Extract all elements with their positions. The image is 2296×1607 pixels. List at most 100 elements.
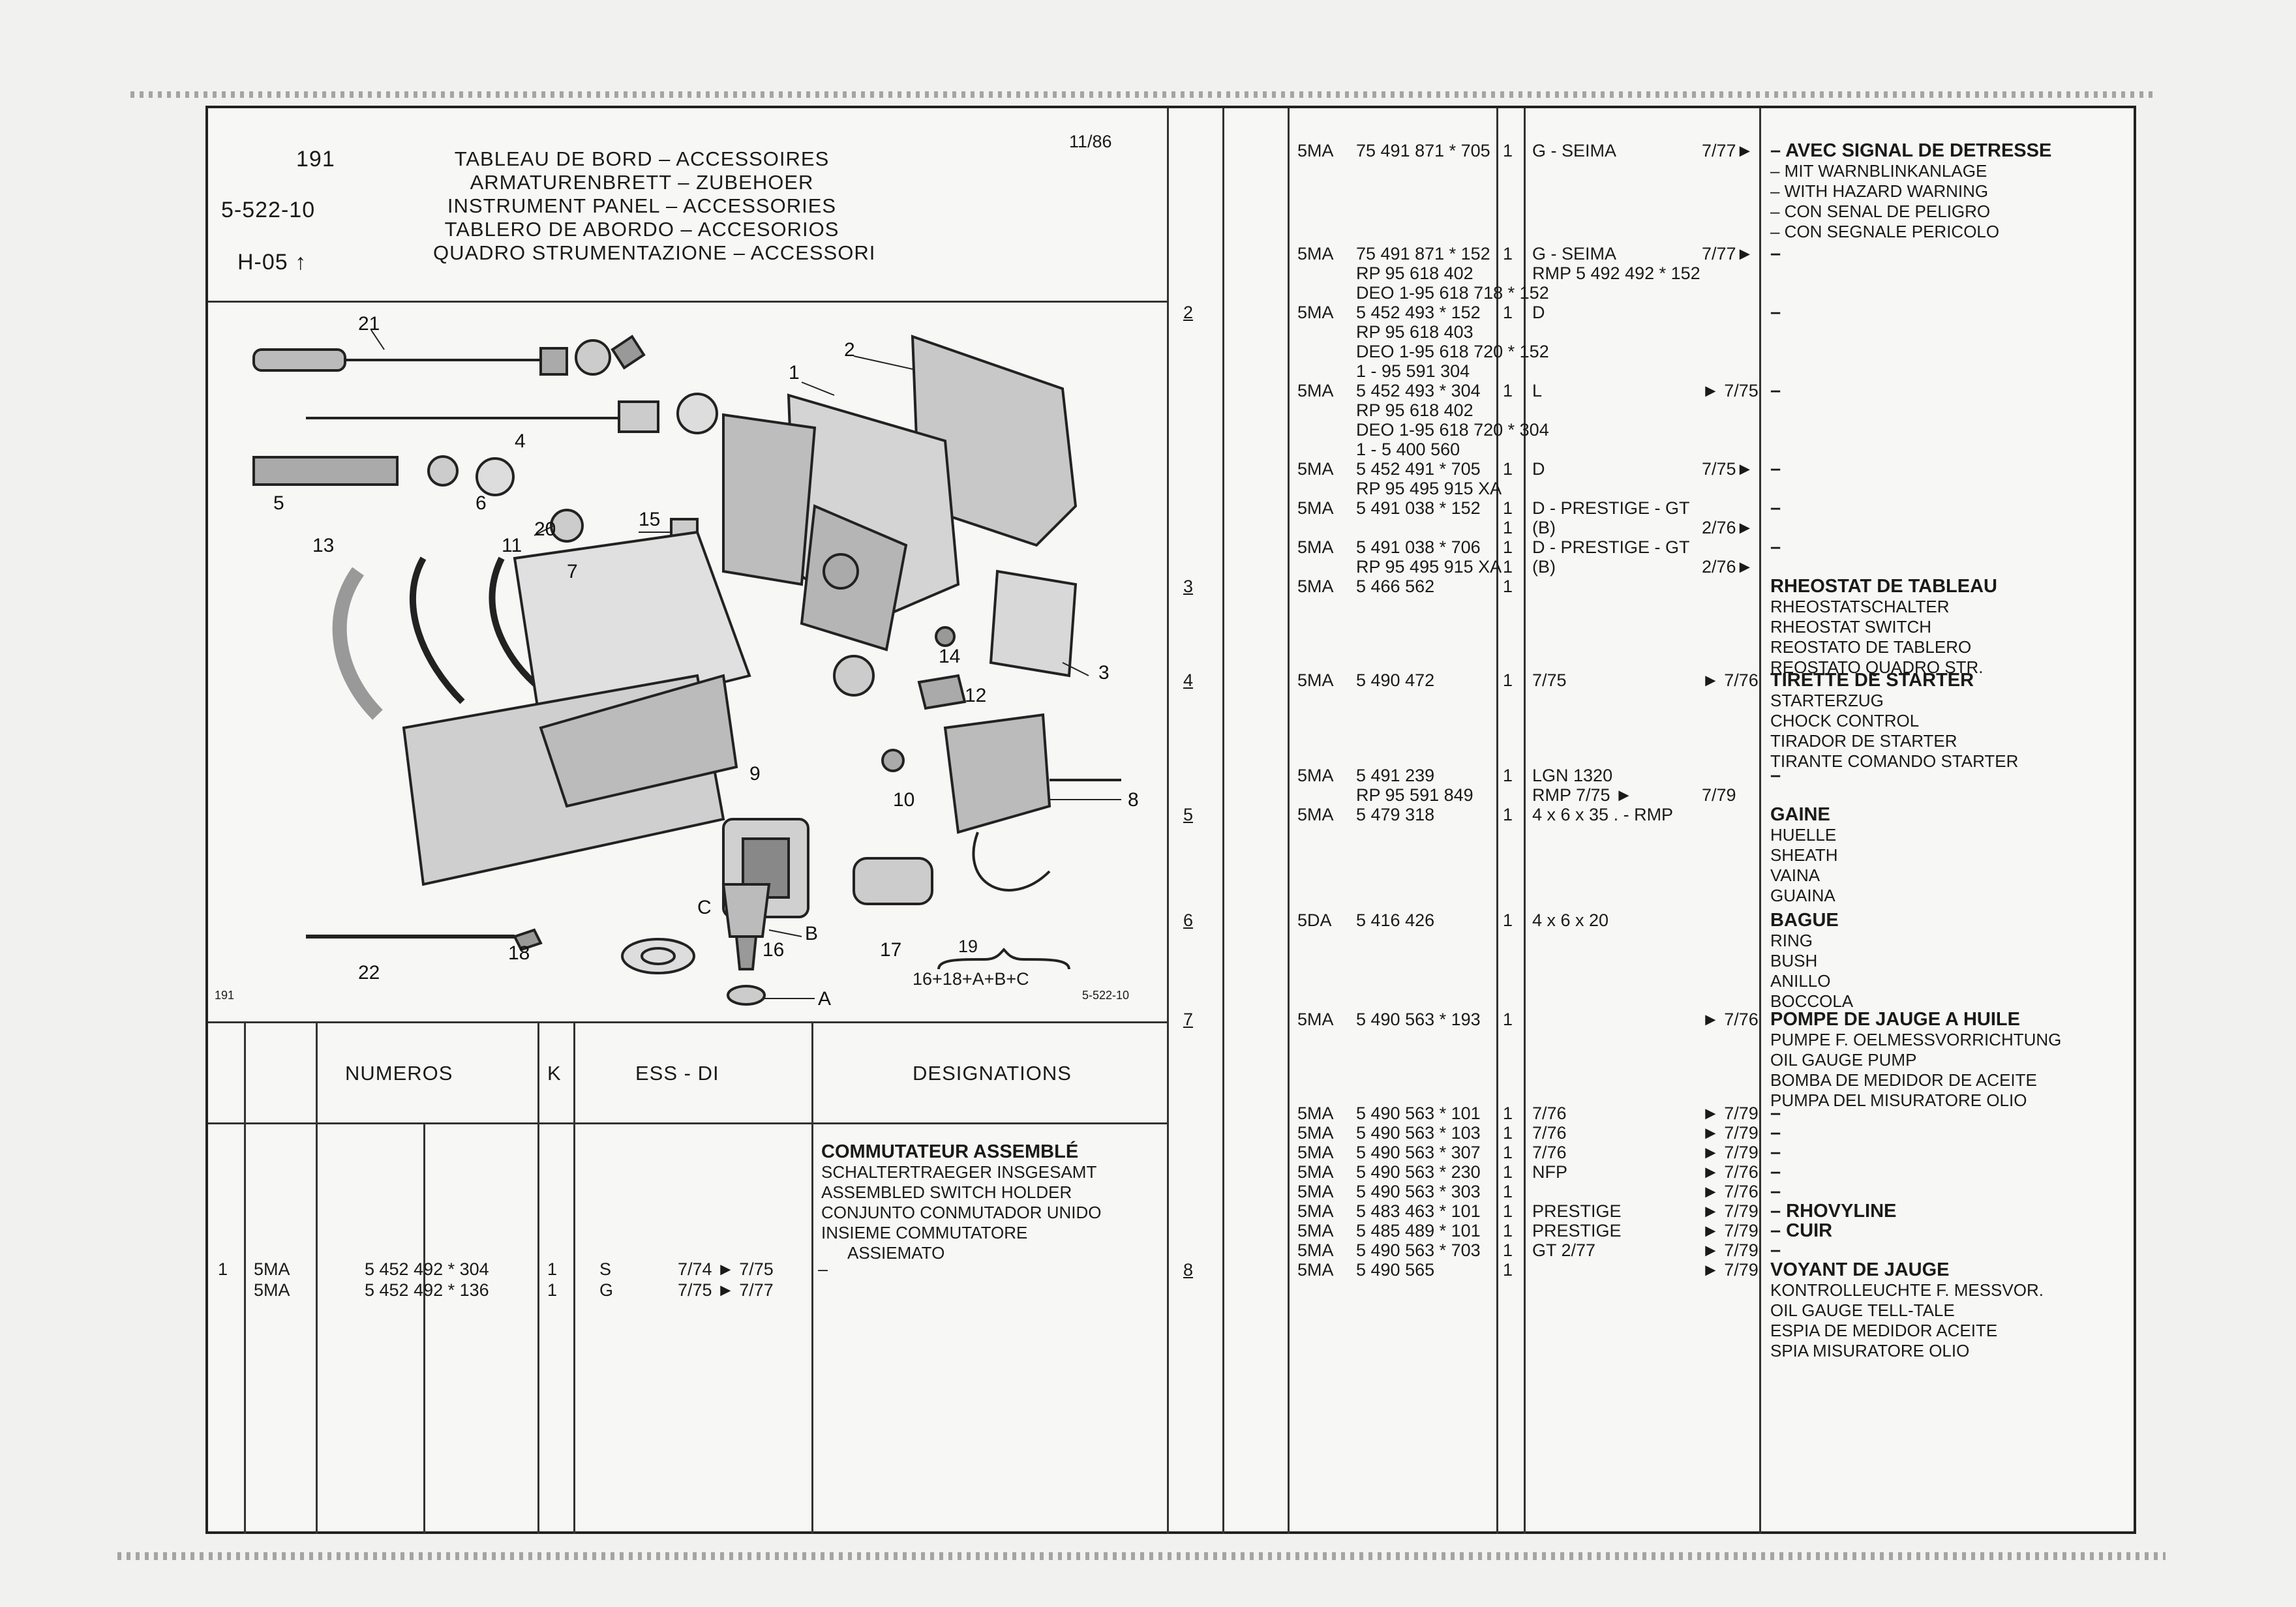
parts-row-qty: 1 [1503,1240,1513,1260]
parts-row-date: 7/77► [1702,244,1754,263]
designation-line: SHEATH [1770,845,1838,865]
parts-row-qty: 1 [1503,1201,1513,1221]
designation-line: RING [1770,931,1813,950]
parts-row-pos: 6 [1183,910,1194,930]
parts-row-ess: G - SEIMA [1532,141,1617,160]
title-es: TABLERO DE ABORDO – ACCESORIOS [444,218,839,241]
parts-row-num: 5 490 563 * 101 [1356,1104,1481,1123]
parts-row-pos: 5 [1183,805,1194,824]
designation-line: – MIT WARNBLINKANLAGE [1770,161,1987,181]
parts-row-ess: NFP [1532,1162,1567,1182]
designation-line: – WITH HAZARD WARNING [1770,181,1989,201]
parts-row-ess: 7/76 [1532,1123,1567,1143]
parts-row-ess: 7/76 [1532,1104,1567,1123]
parts-row-num: 5 490 565 [1356,1260,1435,1280]
title-block: TABLEAU DE BORD – ACCESSOIRES ARMATURENB… [433,147,875,265]
parts-row-date: 7/79 [1702,785,1736,805]
parts-row-num: 5 490 563 * 703 [1356,1240,1481,1260]
parts-row-code: 5MA [1297,1182,1334,1201]
desc-line: COMMUTATEUR ASSEMBLÉ [821,1141,1079,1162]
designation-line: – [1770,1103,1781,1124]
left-row-ess: S [599,1259,612,1279]
designation-block: – [1770,537,1781,558]
parts-row-num: 5 416 426 [1356,910,1435,930]
parts-row-date: 2/76► [1702,557,1754,577]
parts-row-qty: 1 [1503,910,1513,930]
parts-row-num: RP 95 618 403 [1356,322,1473,342]
left-row-qty: 1 [547,1280,558,1300]
parts-row-ess: 4 x 6 x 35 . - RMP [1532,805,1674,824]
catalog-date: 11/86 [1069,132,1112,151]
parts-row-ess: G - SEIMA [1532,244,1617,263]
callout-17: 17 [880,939,901,961]
parts-row-qty: 1 [1503,381,1513,400]
parts-row-qty: 1 [1503,141,1513,160]
callout-14: 14 [939,646,960,667]
parts-row-code: 5MA [1297,766,1334,785]
parts-row-qty: 1 [1503,1123,1513,1143]
parts-row-code: 5MA [1297,1162,1334,1182]
columns-bottom-line [208,1122,1168,1124]
group-code: H-05 ↑ [237,250,307,275]
designation-line: – [1770,1240,1781,1261]
col-header-designations: DESIGNATIONS [913,1062,1072,1085]
parts-row-date: 2/76► [1702,518,1754,537]
col-line-code [316,1021,318,1534]
parts-row-qty: 1 [1503,805,1513,824]
designation-line: BOCCOLA [1770,991,1854,1011]
divider-code [1288,108,1290,1534]
parts-row-num: 5 490 563 * 193 [1356,1010,1481,1029]
parts-row-ess: L [1532,381,1543,400]
parts-row-qty: 1 [1503,1260,1513,1280]
parts-row-date: ► 7/76 [1702,1182,1759,1201]
designation-line: – CON SENAL DE PELIGRO [1770,202,1991,221]
left-row-date: 7/74 ► 7/75 [678,1259,774,1279]
left-row-num: 5 452 492 * 304 [365,1259,489,1279]
parts-row-qty: 1 [1503,670,1513,690]
page-number: 191 [296,147,335,172]
parts-row-code: 5MA [1297,459,1334,479]
divider-main [1167,108,1169,1534]
parts-row-ess: RMP 7/75 ► [1532,785,1633,805]
designation-line: OIL GAUGE PUMP [1770,1050,1917,1070]
designation-line: – CUIR [1770,1220,1833,1241]
parts-row-num: 5 452 491 * 705 [1356,459,1481,479]
parts-catalog-sheet: 191 5-522-10 H-05 ↑ TABLEAU DE BORD – AC… [205,106,2136,1534]
arrow-up-icon: ↑ [295,250,307,275]
callout-19-formula: 16+18+A+B+C [913,969,1029,989]
col-header-ess-di: ESS - DI [635,1062,719,1085]
desc-line: SCHALTERTRAEGER INSGESAMT [821,1162,1097,1182]
parts-row-num: 1 - 5 400 560 [1356,440,1460,459]
designation-line: – RHOVYLINE [1770,1201,1897,1222]
parts-row-qty: 1 [1503,1162,1513,1182]
parts-row-date: 7/77► [1702,141,1754,160]
designation-line: – [1770,302,1781,323]
callout-5: 5 [273,492,284,514]
parts-row-code: 5DA [1297,910,1332,930]
callout-11: 11 [502,535,522,556]
parts-row-ess: RMP 5 492 492 * 152 [1532,263,1700,283]
designation-line: – [1770,498,1781,518]
designation-line: – [1770,458,1781,479]
callout-18: 18 [508,942,530,964]
callout-6: 6 [476,492,487,514]
col-line-num-inner [423,1122,425,1533]
parts-row-qty: 1 [1503,498,1513,518]
designation-line: KONTROLLEUCHTE F. MESSVOR. [1770,1280,2044,1300]
left-row-qty: 1 [547,1259,558,1279]
parts-row-date: ► 7/79 [1702,1143,1759,1162]
parts-row-code: 5MA [1297,1201,1334,1221]
parts-row-date: ► 7/75 [1702,381,1759,400]
parts-row-qty: 1 [1503,557,1513,577]
parts-row-num: DEO 1-95 618 718 * 152 [1356,283,1549,303]
parts-row-qty: 1 [1503,1143,1513,1162]
callout-19: 19 [958,937,978,956]
designation-block: – [1770,1143,1781,1163]
callout-16: 16 [763,939,784,961]
col-line-k [573,1021,575,1534]
parts-row-num: 5 490 472 [1356,670,1435,690]
left-row-code: 5MA [254,1259,290,1279]
left-row-num: 5 452 492 * 136 [365,1280,489,1300]
